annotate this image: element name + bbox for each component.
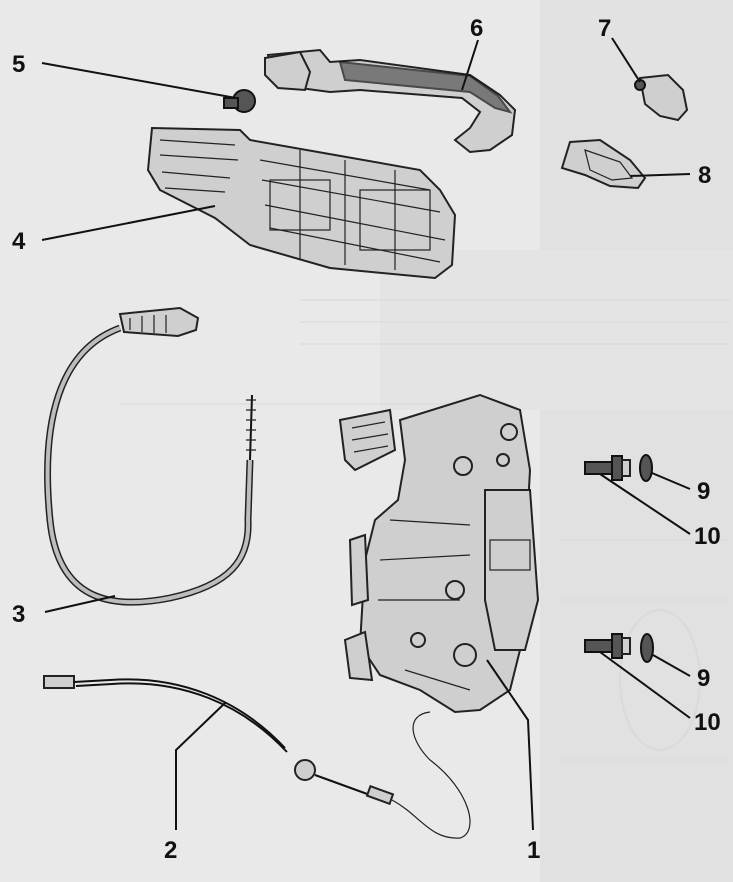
part-9-washer-lower [640,633,654,663]
part-10-bolt-lower [584,633,631,659]
part-8-gasket [560,138,647,190]
callout-10-upper: 10 [694,523,721,550]
callout-3: 3 [12,601,25,628]
part-4-handle-carrier [146,126,457,280]
callout-9-upper: 9 [697,478,710,505]
leader-6 [461,39,479,91]
callout-1: 1 [527,837,540,864]
leader-5 [41,62,237,99]
callout-7: 7 [598,15,611,42]
leader-10a [599,473,691,535]
callout-9-lower: 9 [697,665,710,692]
leader-3 [44,595,116,613]
callout-6: 6 [470,15,483,42]
leader-10b [599,651,691,719]
part-6-outer-handle [264,48,517,154]
callout-10-lower: 10 [694,709,721,736]
callout-5: 5 [12,51,25,78]
part-10-bolt-upper [584,455,631,481]
part-5-bolt [223,89,256,113]
part-7-cover-cap [634,73,689,122]
part-9-washer-upper [639,454,653,482]
leader-9b [652,654,691,677]
leader-7 [611,37,641,83]
part-2-cable [43,675,471,839]
callout-4: 4 [12,228,26,255]
callout-2: 2 [164,837,177,864]
callout-8: 8 [698,162,711,189]
leader-9a [651,472,691,490]
background-ghost-page [120,0,733,882]
part-3-cable [44,306,256,606]
part-1-door-lock [338,393,540,714]
leader-2 [175,702,226,830]
leader-4 [41,205,216,241]
leader-lines [41,37,691,831]
leader-8 [629,173,691,177]
leader-1 [486,659,534,831]
